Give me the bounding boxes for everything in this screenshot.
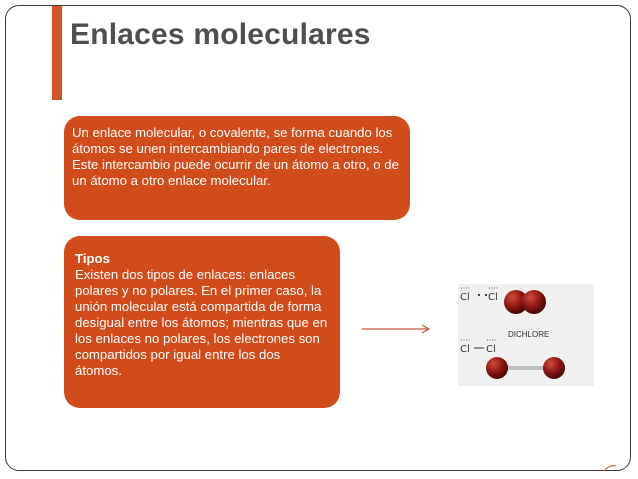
title-accent-bar: [52, 6, 62, 100]
arrow-right-icon: [362, 324, 431, 334]
slide-frame: [5, 5, 631, 471]
definition-text: Un enlace molecular, o covalente, se for…: [72, 125, 399, 188]
slide-title: Enlaces moleculares: [70, 18, 371, 51]
cl-symbol-4: Cl: [486, 344, 496, 355]
lewis-structure-bottom: Cl Cl: [460, 339, 496, 355]
dichlore-molecule-diagram: Cl Cl DICHLORE Cl Cl: [458, 284, 594, 386]
cl-symbol-1: Cl: [460, 292, 470, 303]
corner-swoosh-icon: [603, 465, 617, 472]
sphere-model-top: [504, 290, 546, 314]
molecule-label: DICHLORE: [508, 330, 549, 339]
cl-symbol-3: Cl: [460, 344, 470, 355]
types-box: Tipos Existen dos tipos de enlaces: enla…: [64, 236, 340, 408]
cl-symbol-2: Cl: [488, 292, 498, 303]
definition-box: Un enlace molecular, o covalente, se for…: [64, 116, 410, 220]
types-text: Existen dos tipos de enlaces: enlaces po…: [75, 267, 328, 378]
ball-and-stick-model: [486, 357, 565, 379]
lewis-structure-top: Cl Cl: [460, 287, 498, 303]
types-heading: Tipos: [75, 251, 110, 266]
